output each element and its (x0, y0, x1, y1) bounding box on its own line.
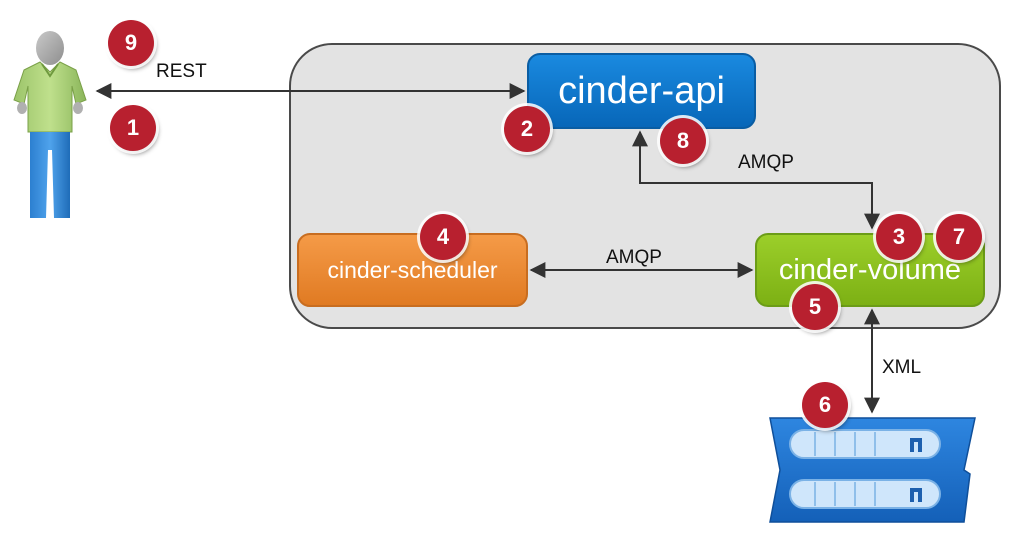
storage-array-icon (769, 417, 976, 523)
step-badge-5: 5 (792, 284, 838, 330)
step-badge-8: 8 (660, 118, 706, 164)
step-badge-9: 9 (108, 20, 154, 66)
step-badge-7: 7 (936, 214, 982, 260)
amqp-scheduler-volume-label: AMQP (606, 247, 662, 268)
step-badge-1: 1 (110, 105, 156, 151)
rest-edge-label: REST (156, 61, 207, 82)
cinder-scheduler-node (297, 233, 528, 307)
person-icon (13, 31, 87, 218)
amqp-api-volume-edge (632, 130, 880, 230)
step-badge-6: 6 (802, 382, 848, 428)
cinder-api-node (527, 53, 756, 129)
amqp-api-volume-label: AMQP (738, 152, 794, 173)
step-badge-3: 3 (876, 214, 922, 260)
step-badge-4: 4 (420, 214, 466, 260)
step-badge-2: 2 (504, 106, 550, 152)
xml-edge-label: XML (882, 357, 922, 378)
